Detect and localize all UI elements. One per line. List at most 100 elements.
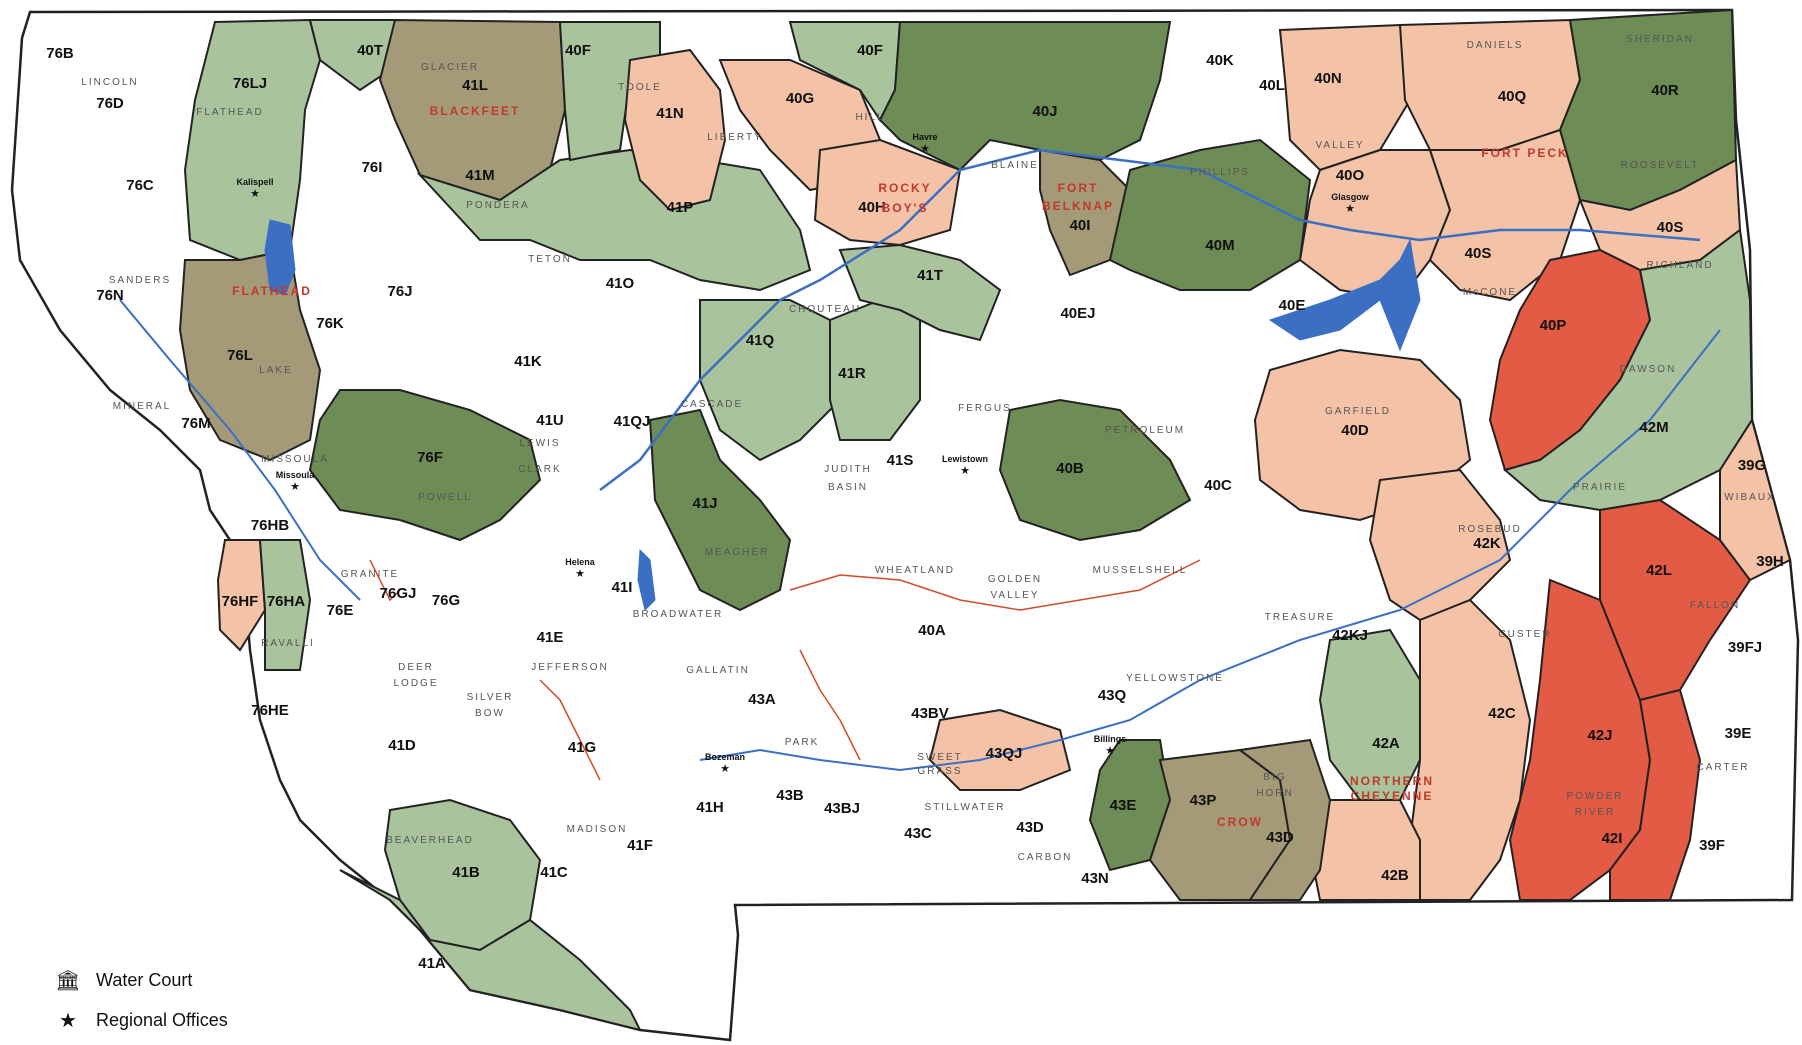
county-label-big-horn-1: BIG [1263, 772, 1286, 783]
basin-label-42c: 42C [1488, 705, 1516, 722]
region-39G[interactable] [1719, 417, 1792, 582]
star-icon: ★ [1345, 203, 1355, 215]
county-label-garfield: GARFIELD [1325, 406, 1391, 417]
star-icon: ★ [720, 763, 730, 775]
county-label-glacier: GLACIER [421, 62, 479, 73]
region-43D-east[interactable] [1237, 738, 1332, 901]
basin-label-76lj: 76LJ [233, 75, 267, 92]
basin-label-43bj: 43BJ [824, 800, 860, 817]
county-label-wibaux: WIBAUX [1724, 492, 1775, 503]
star-icon: ★ [575, 568, 585, 580]
basin-label-39e: 39E [1725, 725, 1752, 742]
basin-label-41g: 41G [568, 739, 596, 756]
region-41N[interactable] [623, 48, 727, 212]
basin-label-42i: 42I [1602, 830, 1623, 847]
county-label-golden-valley-2: VALLEY [990, 590, 1039, 601]
county-label-judith-basin-2: BASIN [828, 482, 868, 493]
county-label-silver-bow-1: SILVER [467, 692, 514, 703]
basin-regions [178, 8, 1792, 1032]
basin-label-76l: 76L [227, 347, 253, 364]
basin-label-40t: 40T [357, 42, 383, 59]
legend-row-water-court: 🏛 Water Court [48, 960, 228, 1000]
county-label-petroleum: PETROLEUM [1105, 425, 1185, 436]
county-label-golden-valley-1: GOLDEN [988, 574, 1042, 585]
city-label-lewistown: Lewistown [942, 454, 988, 464]
basin-label-43p: 43P [1190, 792, 1217, 809]
county-label-cascade: CASCADE [681, 399, 743, 410]
basin-label-40b: 40B [1056, 460, 1084, 477]
basin-label-41e: 41E [537, 629, 564, 646]
county-label-prairie: PRAIRIE [1573, 482, 1627, 493]
county-label-richland: RICHLAND [1646, 260, 1713, 271]
missouri-river [599, 148, 1701, 491]
reservation-label-fort-belknap-1: FORT [1058, 181, 1099, 195]
county-label-missoula: MISSOULA [261, 454, 329, 465]
county-label-hill: HILL [855, 112, 884, 123]
county-label-jefferson: JEFFERSON [531, 662, 608, 673]
basin-label-41p: 41P [667, 199, 694, 216]
county-label-deer-lodge-1: DEER [398, 662, 434, 673]
basin-label-41b: 41B [452, 864, 480, 881]
region-40T[interactable] [308, 19, 397, 92]
region-40M[interactable] [1108, 138, 1312, 291]
basin-label-40i: 40I [1070, 217, 1091, 234]
region-40H[interactable] [813, 138, 962, 247]
county-label-silver-bow-2: BOW [475, 708, 505, 719]
region-42I[interactable] [1609, 688, 1702, 901]
basin-label-43n: 43N [1081, 870, 1109, 887]
region-42C[interactable] [1408, 598, 1532, 901]
county-label-granite: GRANITE [341, 569, 399, 580]
city-label-kalispell: Kalispell [236, 177, 273, 187]
basin-label-40a: 40A [918, 622, 946, 639]
basin-label-40h: 40H [858, 199, 886, 216]
reservation-label-northern-cheyenne-1: NORTHERN [1350, 774, 1434, 788]
basin-label-39f: 39F [1699, 837, 1725, 854]
region-76HA[interactable] [258, 539, 312, 671]
region-41Q[interactable] [699, 299, 842, 462]
basin-label-43d_w: 43D [1016, 819, 1044, 836]
county-label-big-horn-2: HORN [1256, 788, 1293, 799]
region-41T[interactable] [838, 243, 1002, 342]
region-40S-west[interactable] [1428, 128, 1582, 302]
basin-label-43q: 43Q [1098, 687, 1127, 704]
county-label-powder-river-2: RIVER [1575, 807, 1616, 818]
county-label-beaverhead: BEAVERHEAD [386, 835, 474, 846]
region-41J[interactable] [648, 408, 792, 612]
county-label-stillwater: STILLWATER [925, 802, 1006, 813]
basin-label-76k: 76K [316, 315, 344, 332]
basin-label-41r: 41R [838, 365, 866, 382]
region-40B[interactable] [998, 398, 1192, 542]
county-label-powder-river-1: POWDER [1567, 791, 1624, 802]
region-76F[interactable] [308, 389, 542, 542]
basin-label-76gj: 76GJ [380, 585, 417, 602]
basin-label-40p: 40P [1540, 317, 1567, 334]
city-label-billings: Billings [1094, 734, 1127, 744]
basin-label-43a: 43A [748, 691, 776, 708]
basin-label-42m: 42M [1639, 419, 1668, 436]
region-40I[interactable] [1039, 148, 1132, 277]
basin-label-76he: 76HE [251, 702, 289, 719]
city-label-glasgow: Glasgow [1331, 192, 1370, 202]
basin-label-42k: 42K [1473, 535, 1501, 552]
county-label-broadwater: BROADWATER [633, 609, 724, 620]
basin-label-41q: 41Q [746, 332, 775, 349]
legend-regional-offices-label: Regional Offices [96, 1009, 228, 1030]
county-label-mineral: MINERAL [113, 401, 171, 412]
county-label-roosevelt: ROOSEVELT [1621, 160, 1699, 171]
county-label-powell: POWELL [418, 492, 472, 503]
basin-label-76n: 76N [96, 287, 124, 304]
region-40J[interactable] [878, 21, 1172, 172]
county-label-flathead: FLATHEAD [196, 107, 264, 118]
region-43E[interactable] [1088, 739, 1172, 872]
basin-label-76j: 76J [387, 283, 412, 300]
county-label-pondera: PONDERA [466, 200, 529, 211]
ditch-jefferson [539, 679, 601, 781]
region-41A[interactable] [339, 869, 642, 1032]
county-label-rosebud: ROSEBUD [1458, 524, 1521, 535]
county-label-carbon: CARBON [1018, 852, 1073, 863]
county-label-fergus: FERGUS [958, 403, 1012, 414]
county-label-meagher: MEAGHER [705, 547, 770, 558]
courthouse-icon: 🏛 [55, 969, 81, 992]
star-icon: ★ [290, 481, 300, 493]
